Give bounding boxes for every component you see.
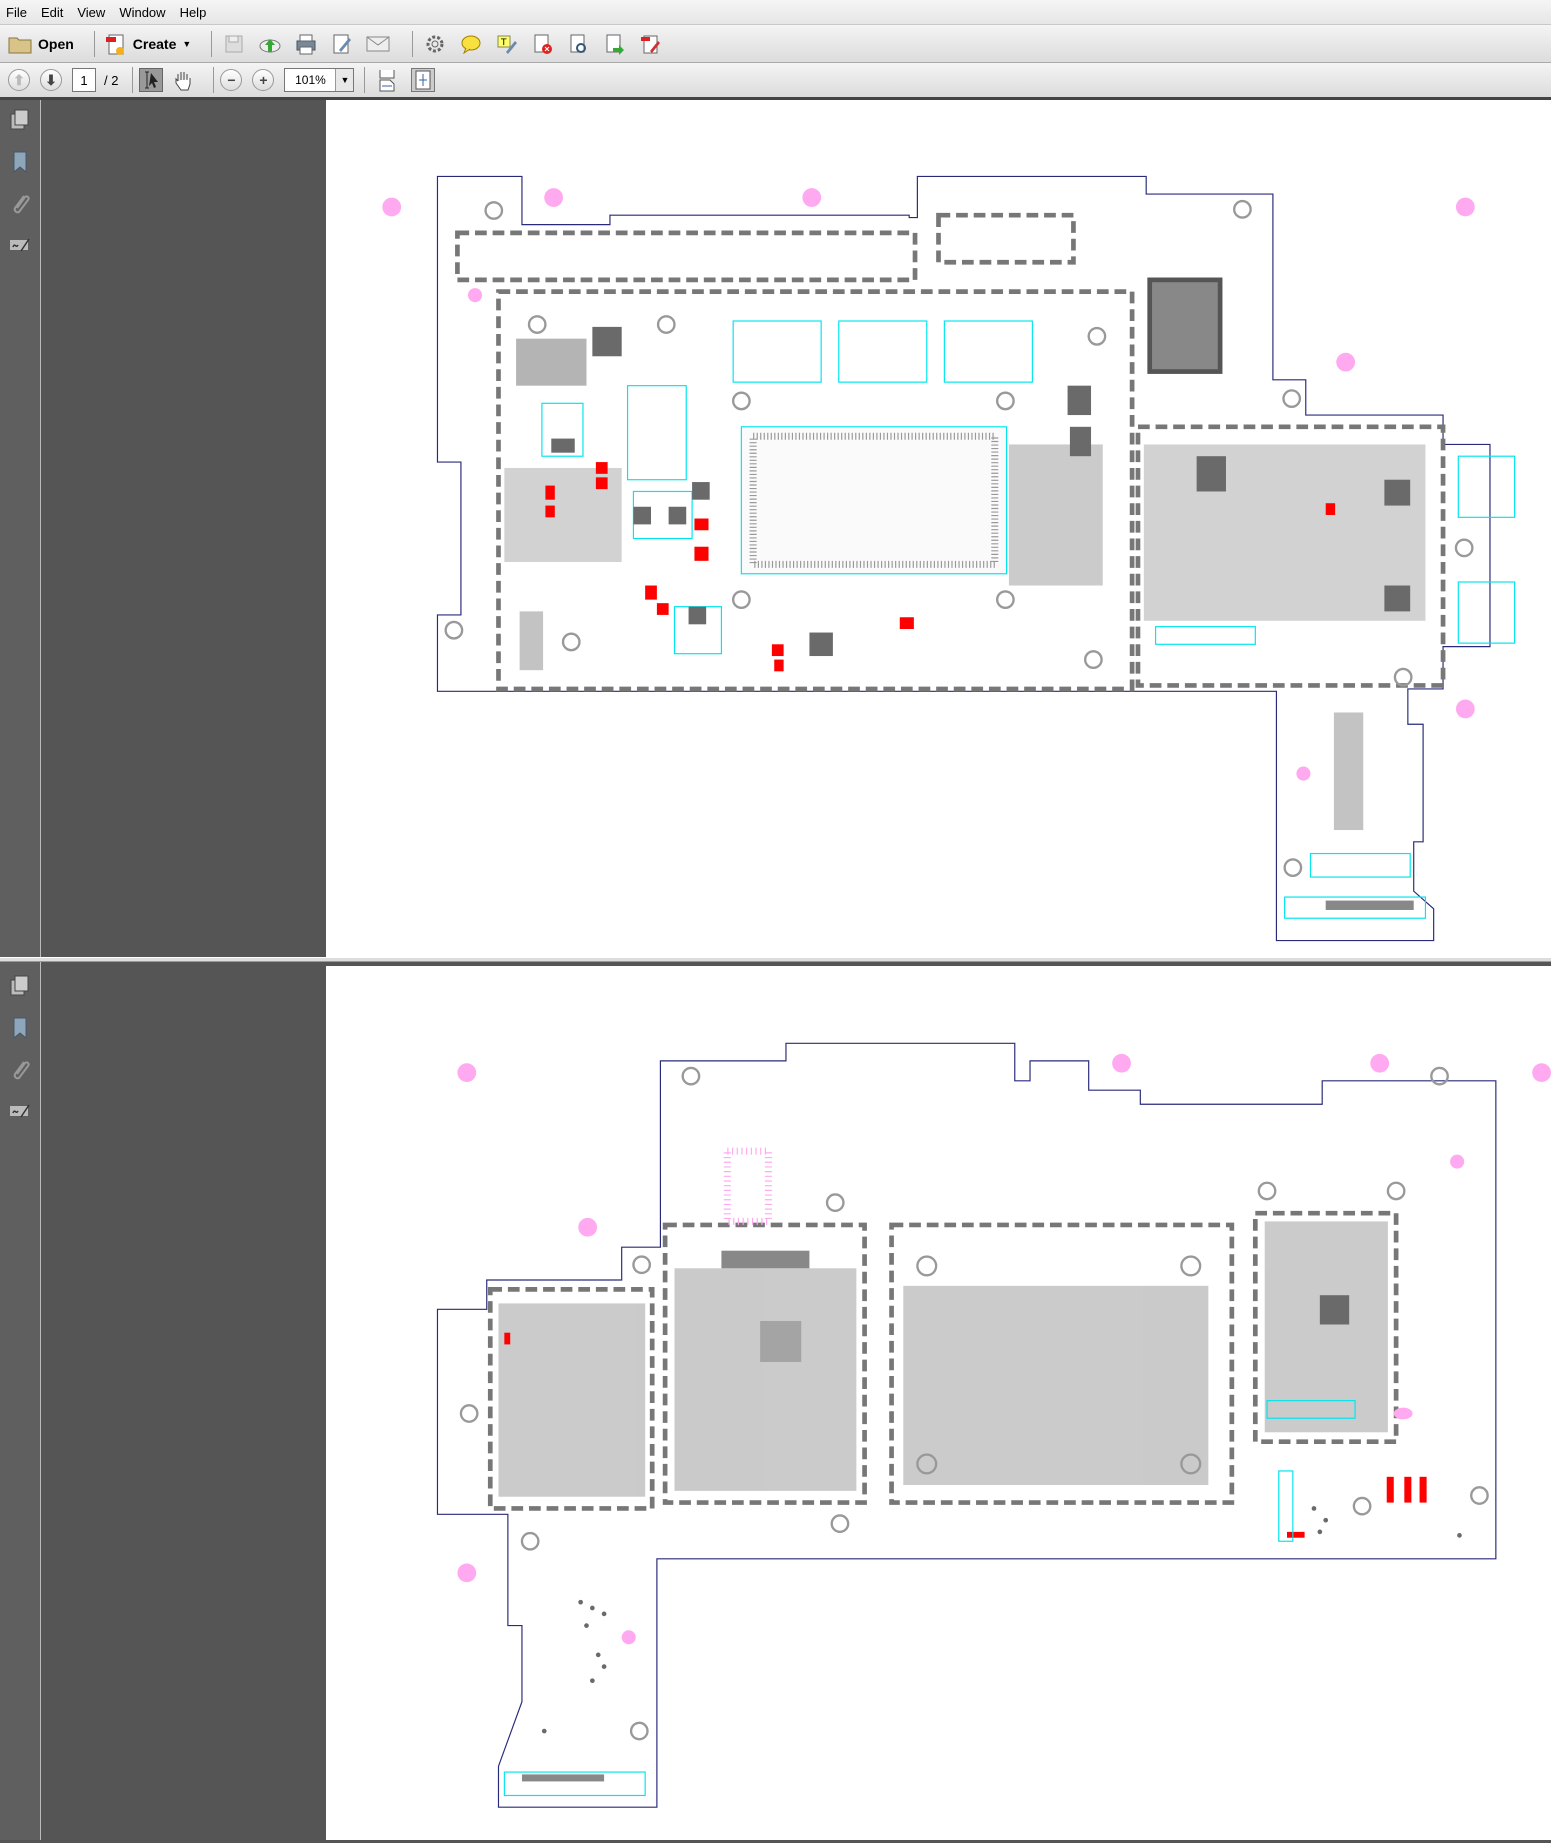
cloud-upload-icon[interactable] bbox=[258, 32, 282, 56]
create-pdf-icon bbox=[105, 34, 124, 55]
pdf-page-1 bbox=[326, 100, 1551, 957]
current-page: 1 bbox=[80, 72, 88, 88]
open-folder-icon bbox=[8, 37, 32, 53]
fit-width-icon[interactable] bbox=[375, 68, 399, 92]
page-number-input[interactable]: 1 bbox=[72, 68, 96, 92]
divider bbox=[412, 30, 414, 57]
zoom-in-icon[interactable]: + bbox=[252, 69, 275, 91]
bookmark-icon[interactable] bbox=[8, 1016, 32, 1040]
bookmark-icon[interactable] bbox=[8, 150, 32, 174]
zoom-value: 101% bbox=[295, 73, 326, 87]
settings-icon[interactable] bbox=[423, 32, 447, 56]
menu-file[interactable]: File bbox=[6, 4, 27, 20]
split-divider[interactable] bbox=[0, 957, 1551, 962]
edit-icon[interactable] bbox=[330, 32, 354, 56]
divider bbox=[93, 30, 95, 57]
print-icon[interactable] bbox=[294, 32, 318, 56]
page-up-icon[interactable]: ⬆ bbox=[8, 69, 30, 91]
delete-page-icon[interactable] bbox=[531, 32, 555, 56]
menu-view[interactable]: View bbox=[77, 4, 106, 20]
signature-icon[interactable] bbox=[8, 234, 32, 258]
pdf-page-2 bbox=[326, 966, 1551, 1840]
page-down-icon[interactable]: ⬇ bbox=[40, 69, 62, 91]
export-icon[interactable] bbox=[603, 32, 627, 56]
pcb-layout-bottom bbox=[436, 1042, 1551, 1808]
email-icon[interactable] bbox=[366, 32, 390, 56]
zoom-out-icon[interactable]: − bbox=[220, 69, 243, 91]
open-button[interactable]: Open bbox=[8, 34, 74, 54]
signature-icon[interactable] bbox=[8, 1100, 32, 1124]
select-tool-icon[interactable] bbox=[139, 68, 164, 92]
comment-icon[interactable] bbox=[459, 32, 483, 56]
pages-panel-icon[interactable] bbox=[8, 974, 32, 998]
highlight-icon[interactable]: T bbox=[495, 32, 519, 56]
form-edit-icon[interactable] bbox=[639, 32, 663, 56]
create-button[interactable]: Create▼ bbox=[105, 32, 191, 56]
attachment-icon[interactable] bbox=[8, 1058, 32, 1082]
save-icon[interactable] bbox=[222, 32, 246, 56]
menu-window[interactable]: Window bbox=[119, 4, 166, 20]
pcb-layout-top bbox=[382, 175, 1516, 942]
menu-bar: File Edit View Window Help bbox=[0, 0, 1551, 25]
zoom-select[interactable]: 101% ▼ bbox=[284, 68, 355, 92]
divider bbox=[364, 67, 366, 93]
open-label: Open bbox=[38, 35, 74, 52]
ocr-icon[interactable] bbox=[567, 32, 591, 56]
menu-help[interactable]: Help bbox=[179, 4, 207, 20]
navigation-sidebar bbox=[0, 962, 41, 1840]
attachment-icon[interactable] bbox=[8, 192, 32, 216]
fit-page-icon[interactable] bbox=[411, 68, 436, 92]
document-pane-top bbox=[0, 100, 1551, 957]
create-label: Create bbox=[132, 35, 177, 52]
divider bbox=[132, 67, 134, 93]
chevron-down-icon: ▼ bbox=[335, 69, 354, 91]
document-pane-bottom bbox=[0, 962, 1551, 1840]
divider bbox=[211, 30, 213, 57]
menu-edit[interactable]: Edit bbox=[40, 4, 64, 20]
navigation-sidebar bbox=[0, 100, 41, 957]
divider bbox=[213, 67, 215, 93]
main-toolbar: Open Create▼ T bbox=[0, 25, 1551, 63]
hand-tool-icon[interactable] bbox=[171, 68, 195, 92]
total-pages: / 2 bbox=[104, 72, 119, 88]
pages-panel-icon[interactable] bbox=[8, 108, 32, 132]
navigation-toolbar: ⬆ ⬇ 1 / 2 − + 101% ▼ bbox=[0, 63, 1551, 100]
svg-text:T: T bbox=[500, 38, 507, 48]
